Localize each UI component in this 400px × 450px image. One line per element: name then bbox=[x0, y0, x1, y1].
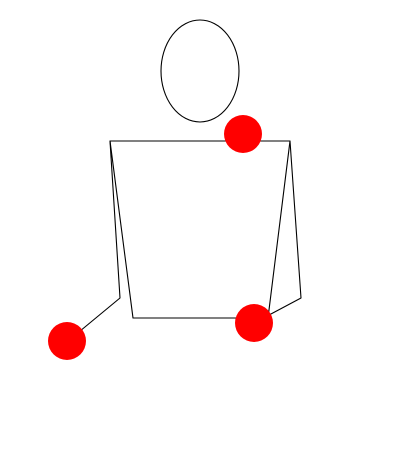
right-hand-handle[interactable] bbox=[235, 304, 273, 342]
shoulder-handle[interactable] bbox=[224, 115, 262, 153]
left-hand-handle[interactable] bbox=[48, 322, 86, 360]
control-handles bbox=[48, 115, 273, 360]
figure-left-arm bbox=[67, 140, 121, 342]
figure-head bbox=[160, 19, 240, 123]
